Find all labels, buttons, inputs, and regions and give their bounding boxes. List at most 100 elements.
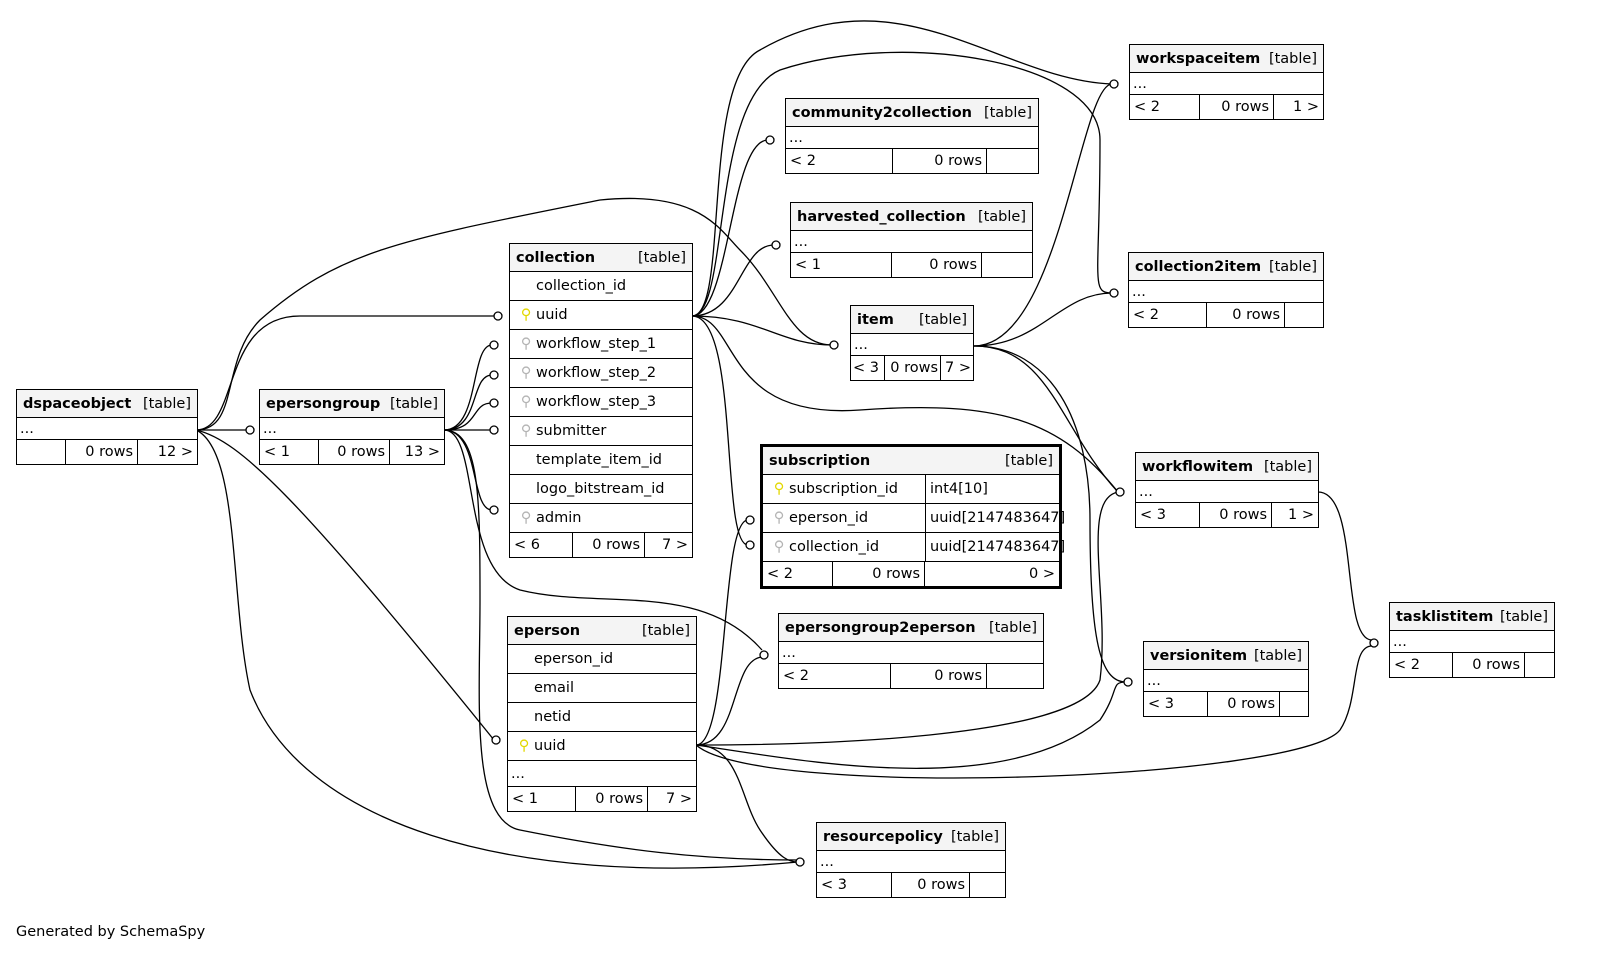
table-collection[interactable]: collection[table] collection_id ⚲uuid ⚲w… — [509, 243, 693, 558]
column-row: logo_bitstream_id — [510, 475, 692, 504]
parents-link[interactable]: < 2 — [763, 562, 833, 586]
row-count: 0 rows — [573, 533, 645, 557]
children-link[interactable]: 13 > — [404, 444, 440, 460]
ellipsis-row: ... — [786, 127, 1038, 149]
children-link[interactable] — [1525, 653, 1554, 677]
edge-dspaceobject-item — [195, 197, 833, 431]
primary-key-icon: ⚲ — [520, 307, 532, 323]
ellipsis-row: ... — [851, 334, 973, 356]
parents-link[interactable]: < 2 — [1130, 95, 1200, 119]
children-link[interactable]: 7 > — [666, 791, 692, 807]
foreign-key-icon: ⚲ — [520, 510, 532, 526]
edge-item-workspaceitem — [973, 83, 1113, 347]
children-link[interactable] — [1285, 303, 1323, 327]
parents-link[interactable]: < 1 — [260, 440, 319, 464]
column-name: eperson_id — [534, 651, 614, 667]
edge-collection-workflowitem — [691, 315, 1119, 493]
edge-epersongroup-g2e — [443, 429, 763, 651]
table-eperson[interactable]: eperson[table] eperson_id email netid ⚲u… — [507, 616, 697, 812]
parents-link[interactable]: < 6 — [510, 533, 573, 557]
parents-link[interactable]: < 1 — [508, 787, 576, 811]
table-name: item — [857, 311, 894, 328]
children-link[interactable]: 1 > — [1293, 99, 1319, 115]
column-row: ⚲uuid — [510, 301, 692, 330]
edge-dspaceobject-collection — [195, 315, 496, 431]
parents-link[interactable]: < 3 — [851, 356, 885, 380]
children-link[interactable]: 7 > — [662, 537, 688, 553]
parents-link[interactable]: < 2 — [786, 149, 893, 173]
table-name: eperson — [514, 622, 581, 639]
table-tag: [table] — [637, 249, 686, 266]
children-link[interactable] — [982, 253, 1032, 277]
edge-collection-harvested — [691, 244, 775, 317]
edge-epersongroup-resourcepolicy — [443, 429, 799, 861]
row-count: 0 rows — [66, 440, 138, 464]
edge-epersongroup-collection-ws3 — [443, 402, 493, 431]
column-row: email — [508, 674, 696, 703]
row-count: 0 rows — [833, 562, 925, 586]
primary-key-icon: ⚲ — [773, 481, 785, 497]
table-name: subscription — [769, 452, 871, 469]
edge-dspaceobject-resourcepolicy — [195, 429, 799, 869]
column-row: ⚲workflow_step_2 — [510, 359, 692, 388]
edge-epersongroup-collection-ws1 — [443, 344, 493, 431]
edge-eperson-subscription — [695, 519, 749, 746]
edge-collection-item — [691, 315, 833, 346]
column-name: uuid — [536, 307, 568, 323]
children-link[interactable] — [1280, 692, 1308, 716]
column-name: workflow_step_3 — [536, 394, 657, 410]
parents-link[interactable]: < 2 — [779, 664, 891, 688]
children-link[interactable] — [987, 664, 1043, 688]
table-tag: [table] — [1499, 608, 1548, 625]
parents-link[interactable]: < 3 — [817, 873, 892, 897]
parents-link[interactable]: < 1 — [791, 253, 892, 277]
column-row: collection_id — [510, 272, 692, 301]
parents-link[interactable]: < 2 — [1390, 653, 1453, 677]
edge-item-workflowitem — [973, 345, 1119, 493]
column-type: uuid[2147483647] — [925, 504, 1065, 532]
edge-epersongroup-collection-admin — [443, 429, 493, 511]
table-tag: [table] — [641, 622, 690, 639]
table-name: dspaceobject — [23, 395, 132, 412]
column-name: workflow_step_2 — [536, 365, 657, 381]
ellipsis-row: ... — [1129, 281, 1323, 303]
column-row: ⚲submitter — [510, 417, 692, 446]
table-name: epersongroup — [266, 395, 381, 412]
column-name: eperson_id — [789, 510, 869, 526]
parents-link[interactable] — [17, 440, 66, 464]
children-link[interactable]: 7 > — [945, 360, 971, 376]
table-tag: [table] — [1268, 50, 1317, 67]
column-name: email — [534, 680, 574, 696]
edge-item-versionitem — [973, 345, 1127, 683]
children-link[interactable] — [987, 149, 1038, 173]
column-row: ⚲admin — [510, 504, 692, 533]
ellipsis-row: ... — [1390, 631, 1554, 653]
children-link[interactable] — [970, 873, 1005, 897]
children-link[interactable]: 12 > — [157, 444, 193, 460]
table-name: versionitem — [1150, 647, 1248, 664]
table-name: tasklistitem — [1396, 608, 1494, 625]
table-name: harvested_collection — [797, 208, 966, 225]
primary-key-icon: ⚲ — [518, 738, 530, 754]
parents-link[interactable]: < 3 — [1144, 692, 1208, 716]
parents-link[interactable]: < 3 — [1136, 503, 1200, 527]
children-link[interactable]: 0 > — [1029, 566, 1055, 582]
children-link[interactable]: 1 > — [1288, 507, 1314, 523]
foreign-key-icon: ⚲ — [520, 423, 532, 439]
row-count: 0 rows — [892, 253, 982, 277]
parents-link[interactable]: < 2 — [1129, 303, 1207, 327]
